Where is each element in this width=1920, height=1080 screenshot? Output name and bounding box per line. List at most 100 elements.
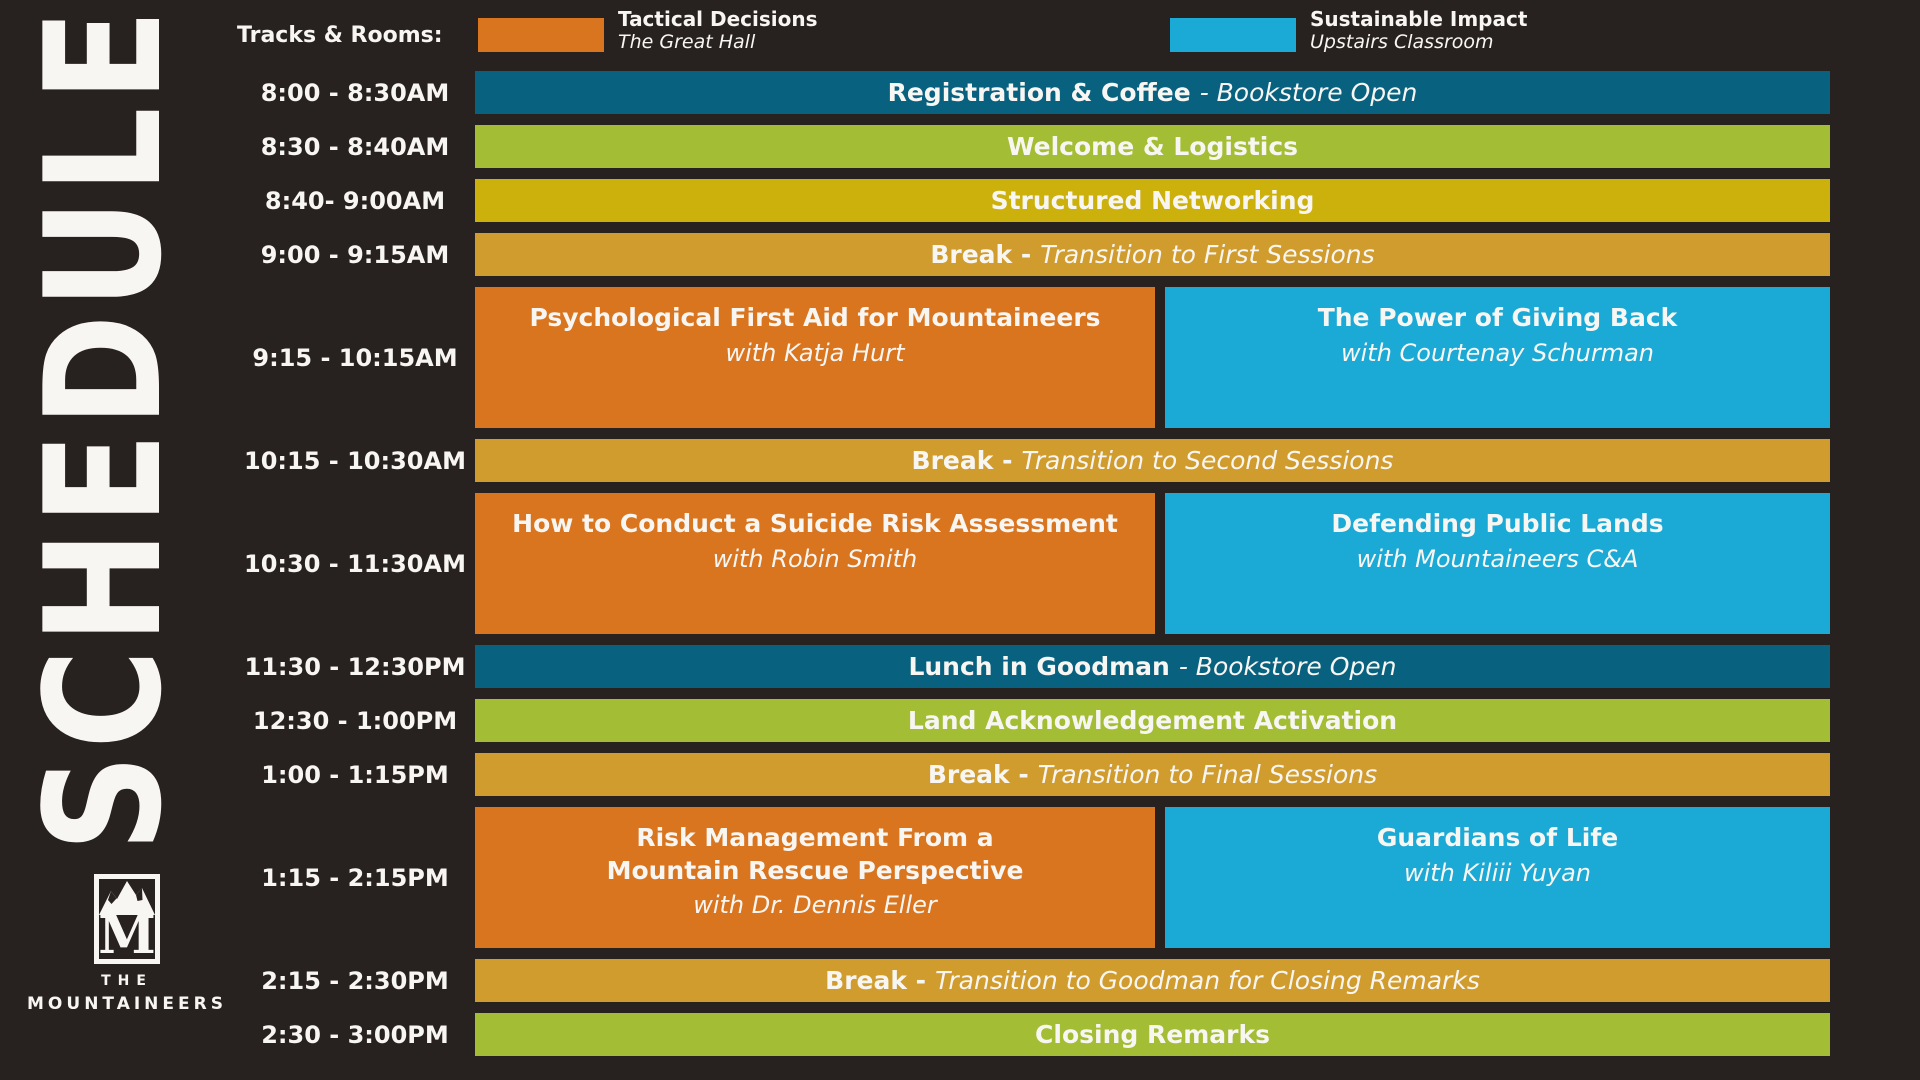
schedule-row: 2:15 - 2:30PM Break - Transition to Goodma…: [235, 959, 1830, 1002]
bar-area: Structured Networking: [475, 179, 1830, 222]
logo-text-mountaineers: MOUNTAINEERS: [27, 994, 227, 1014]
track-name: Tactical Decisions: [618, 7, 818, 31]
schedule-row: 1:00 - 1:15PM Break - Transition to Final …: [235, 753, 1830, 796]
event-title: Land Acknowledgement Activation: [907, 706, 1398, 735]
event-bar: Structured Networking: [475, 179, 1830, 222]
bar-area: Closing Remarks: [475, 1013, 1830, 1056]
session-card: Defending Public Lands with Mountaineers …: [1165, 493, 1830, 634]
bar-area: How to Conduct a Suicide Risk Assessment…: [475, 493, 1830, 634]
session-card: How to Conduct a Suicide Risk Assessment…: [475, 493, 1155, 634]
schedule-rows: 8:00 - 8:30AM Registration & Coffee - Book…: [235, 71, 1830, 1056]
event-bar: Break - Transition to Final Sessions: [475, 753, 1830, 796]
event-title: Welcome & Logistics: [1006, 132, 1299, 161]
session-speaker: with Courtenay Schurman: [1340, 338, 1654, 367]
session-title: The Power of Giving Back: [1317, 303, 1678, 332]
session-title: Risk Management From a Mountain Rescue P…: [606, 823, 1024, 885]
time-label: 9:00 - 9:15AM: [260, 240, 450, 269]
schedule-row: 12:30 - 1:00PM Land Acknowledgement Activ…: [235, 699, 1830, 742]
session-card: The Power of Giving Back with Courtenay S…: [1165, 287, 1830, 428]
bar-area: Registration & Coffee - Bookstore Open: [475, 71, 1830, 114]
session-speaker: with Robin Smith: [712, 544, 918, 573]
time-label: 10:30 - 11:30AM: [244, 549, 466, 578]
mountaineers-logo-icon: M: [94, 874, 160, 964]
bar-area: Break - Transition to Second Sessions: [475, 439, 1830, 482]
event-subtitle: - Bookstore Open: [1199, 78, 1418, 107]
schedule-row: 1:15 - 2:15PM Risk Management From a Moun…: [235, 807, 1830, 948]
time-label: 8:40- 9:00AM: [264, 186, 446, 215]
time-label: 9:15 - 10:15AM: [252, 343, 458, 372]
event-title: Break -: [911, 446, 1013, 475]
event-subtitle: Transition to Goodman for Closing Remark…: [935, 966, 1480, 995]
session-card: Psychological First Aid for Mountaineers…: [475, 287, 1155, 428]
bar-area: Break - Transition to Final Sessions: [475, 753, 1830, 796]
legend-label: Tracks & Rooms:: [237, 23, 443, 48]
track-room: Upstairs Classroom: [1310, 31, 1494, 53]
bar-area: Psychological First Aid for Mountaineers…: [475, 287, 1830, 428]
bar-area: Land Acknowledgement Activation: [475, 699, 1830, 742]
event-bar: Welcome & Logistics: [475, 125, 1830, 168]
session-title: Defending Public Lands: [1331, 509, 1664, 538]
time-label: 12:30 - 1:00PM: [252, 706, 458, 735]
session-card: Risk Management From a Mountain Rescue P…: [475, 807, 1155, 948]
session-speaker: with Katja Hurt: [725, 338, 905, 367]
bar-area: Welcome & Logistics: [475, 125, 1830, 168]
schedule-row: 2:30 - 3:00PM Closing Remarks: [235, 1013, 1830, 1056]
track-room: The Great Hall: [618, 31, 756, 53]
session-speaker: with Dr. Dennis Eller: [693, 891, 937, 919]
page-title: SCHEDULE: [10, 3, 197, 853]
time-label: 8:30 - 8:40AM: [260, 132, 450, 161]
event-subtitle: Transition to Final Sessions: [1037, 760, 1378, 789]
track-name: Sustainable Impact: [1310, 7, 1528, 31]
event-subtitle: Transition to First Sessions: [1040, 240, 1375, 269]
time-label: 1:00 - 1:15PM: [261, 760, 449, 789]
schedule-row: 9:00 - 9:15AM Break -Transition to First …: [235, 233, 1830, 276]
schedule-row: 8:40- 9:00AM Structured Networking: [235, 179, 1830, 222]
event-subtitle: Transition to Second Sessions: [1021, 446, 1394, 475]
time-label: 10:15 - 10:30AM: [244, 446, 466, 475]
event-title: Break -: [825, 966, 927, 995]
event-bar: Break - Transition to Goodman for Closing…: [475, 959, 1830, 1002]
event-title: Closing Remarks: [1035, 1020, 1270, 1049]
bar-area: Lunch in Goodman - Bookstore Open: [475, 645, 1830, 688]
event-bar: Land Acknowledgement Activation: [475, 699, 1830, 742]
session-title: Guardians of Life: [1376, 823, 1619, 852]
event-title: Lunch in Goodman: [908, 652, 1170, 681]
event-title: Registration & Coffee: [887, 78, 1191, 107]
event-bar: Registration & Coffee - Bookstore Open: [475, 71, 1830, 114]
track-color-swatch: [1170, 18, 1296, 52]
event-bar: Closing Remarks: [475, 1013, 1830, 1056]
logo-text-the: THE: [101, 973, 153, 989]
time-label: 8:00 - 8:30AM: [260, 78, 450, 107]
session-pair: Psychological First Aid for Mountaineers…: [475, 287, 1830, 428]
session-title: Psychological First Aid for Mountaineers: [529, 303, 1101, 332]
schedule-row: 9:15 - 10:15AM Psychological First Aid fo…: [235, 287, 1830, 428]
time-label: 2:30 - 3:00PM: [261, 1020, 449, 1049]
schedule-row: 8:00 - 8:30AM Registration & Coffee - Book…: [235, 71, 1830, 114]
event-title: Break -: [927, 760, 1029, 789]
track-color-swatch: [478, 18, 604, 52]
schedule-row: 10:15 - 10:30AM Break - Transition to Seco…: [235, 439, 1830, 482]
schedule-row: 10:30 - 11:30AM How to Conduct a Suicide …: [235, 493, 1830, 634]
session-card: Guardians of Life with Kiliii Yuyan: [1165, 807, 1830, 948]
bar-area: Break -Transition to First Sessions: [475, 233, 1830, 276]
time-label: 2:15 - 2:30PM: [261, 966, 449, 995]
bar-area: Risk Management From a Mountain Rescue P…: [475, 807, 1830, 948]
event-bar: Break -Transition to First Sessions: [475, 233, 1830, 276]
event-bar: Lunch in Goodman - Bookstore Open: [475, 645, 1830, 688]
session-speaker: with Kiliii Yuyan: [1403, 858, 1592, 887]
event-title: Structured Networking: [990, 186, 1315, 215]
session-speaker: with Mountaineers C&A: [1356, 544, 1639, 573]
session-pair: How to Conduct a Suicide Risk Assessment…: [475, 493, 1830, 634]
session-title: How to Conduct a Suicide Risk Assessment: [512, 509, 1118, 538]
event-subtitle: - Bookstore Open: [1178, 652, 1397, 681]
time-label: 1:15 - 2:15PM: [261, 863, 449, 892]
event-bar: Break - Transition to Second Sessions: [475, 439, 1830, 482]
